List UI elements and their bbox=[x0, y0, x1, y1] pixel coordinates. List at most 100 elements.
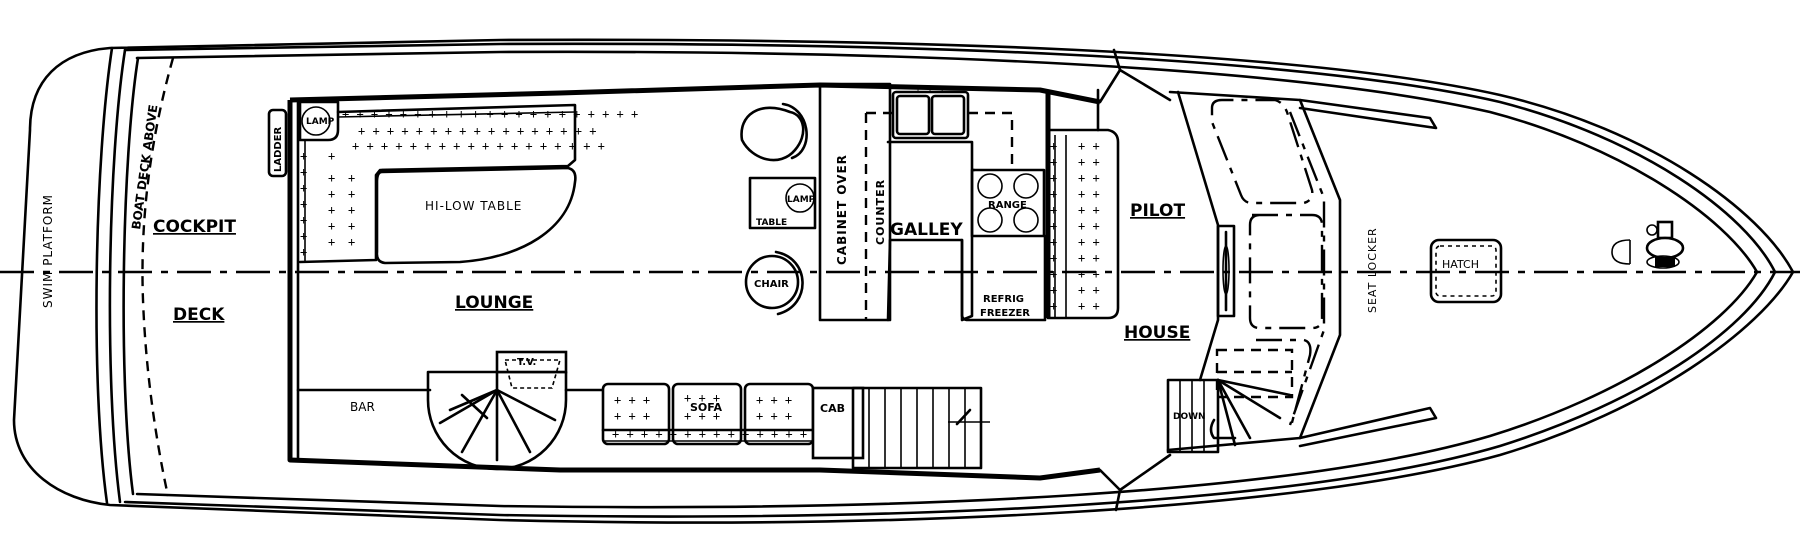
svg-text:CABINET OVER: CABINET OVER bbox=[835, 154, 849, 265]
svg-text:+: + bbox=[348, 171, 355, 185]
lounge-label: LOUNGE bbox=[455, 293, 533, 313]
svg-text:BAR: BAR bbox=[350, 400, 375, 414]
cockpit-label: COCKPIT bbox=[153, 217, 236, 237]
svg-text:+ + +: + + + bbox=[756, 393, 792, 407]
hatch: HATCH bbox=[1429, 238, 1503, 304]
svg-text:+ + + + + + + + + + + + + + +: + + + + + + + + + + + + + + + + + bbox=[358, 124, 596, 138]
seat-locker-label: SEAT LOCKER bbox=[1366, 227, 1379, 313]
galley: CABINET OVER COUNTER GALLEY bbox=[818, 82, 976, 322]
svg-text:+: + bbox=[1050, 139, 1057, 153]
sink-icon: + + + bbox=[891, 84, 1014, 170]
svg-text:+: + bbox=[1050, 299, 1057, 313]
svg-text:+: + bbox=[300, 149, 307, 163]
svg-text:+ +: + + bbox=[1078, 155, 1100, 169]
cabinet-aft: CAB bbox=[811, 386, 865, 460]
deck-label: DECK bbox=[173, 305, 225, 325]
svg-text:+: + bbox=[300, 213, 307, 227]
bar: BAR bbox=[296, 388, 607, 414]
shelving bbox=[851, 386, 990, 470]
svg-text:+: + bbox=[300, 245, 307, 259]
svg-text:+: + bbox=[1050, 267, 1057, 281]
spiral-stair-icon bbox=[426, 370, 568, 471]
svg-text:+ + +: + + + bbox=[915, 84, 945, 95]
svg-text:+: + bbox=[1050, 235, 1057, 249]
svg-text:FREEZER: FREEZER bbox=[980, 308, 1030, 319]
side-table: LAMP TABLE bbox=[748, 176, 817, 230]
range-burner-icon: RANGE bbox=[970, 168, 1046, 238]
svg-text:CAB: CAB bbox=[820, 402, 845, 415]
svg-text:HATCH: HATCH bbox=[1442, 258, 1479, 271]
svg-text:+: + bbox=[1050, 283, 1057, 297]
svg-text:+: + bbox=[348, 187, 355, 201]
svg-text:+: + bbox=[1050, 251, 1057, 265]
windlass-icon bbox=[1611, 220, 1685, 269]
svg-text:+ +: + + bbox=[1078, 139, 1100, 153]
svg-text:+ + + + + + + + + + + + + +: + + + + + + + + + + + + + + bbox=[612, 427, 807, 441]
lamp-aft: LAMP bbox=[298, 100, 340, 142]
svg-text:LAMP: LAMP bbox=[306, 117, 335, 127]
svg-text:+ +: + + bbox=[1078, 267, 1100, 281]
svg-text:+ +: + + bbox=[1078, 299, 1100, 313]
svg-text:+: + bbox=[1050, 203, 1057, 217]
svg-text:REFRIG: REFRIG bbox=[983, 294, 1024, 305]
house-label: HOUSE bbox=[1124, 323, 1190, 343]
svg-text:+: + bbox=[1050, 219, 1057, 233]
boat-deck-above-label: BOAT DECK ABOVE bbox=[129, 104, 160, 231]
svg-text:GALLEY: GALLEY bbox=[890, 220, 963, 240]
svg-text:+: + bbox=[328, 219, 335, 233]
hi-low-table: HI-LOW TABLE bbox=[375, 166, 577, 265]
svg-text:+ +: + + bbox=[1078, 283, 1100, 297]
boat-deck-above-outline bbox=[141, 57, 175, 497]
svg-text:+: + bbox=[300, 197, 307, 211]
svg-text:COUNTER: COUNTER bbox=[874, 179, 887, 245]
svg-text:+: + bbox=[348, 219, 355, 233]
svg-text:RANGE: RANGE bbox=[988, 200, 1027, 211]
svg-text:+: + bbox=[300, 165, 307, 179]
svg-text:+: + bbox=[1050, 187, 1057, 201]
svg-text:DOWN: DOWN bbox=[1173, 412, 1206, 422]
svg-text:+ +: + + bbox=[1078, 171, 1100, 185]
svg-text:CHAIR: CHAIR bbox=[754, 279, 789, 290]
svg-text:T.V.: T.V. bbox=[517, 357, 536, 368]
svg-text:+: + bbox=[328, 171, 335, 185]
svg-text:+: + bbox=[348, 235, 355, 249]
svg-text:+ +: + + bbox=[1078, 203, 1100, 217]
swim-platform-label: SWIM PLATFORM bbox=[41, 194, 55, 308]
svg-text:+ + +: + + + bbox=[614, 409, 650, 423]
svg-text:+: + bbox=[300, 181, 307, 195]
pilothouse-settee: ++ ++ ++ ++ ++ + + ++ + + ++ + + ++ + + … bbox=[1045, 88, 1120, 320]
svg-text:LADDER: LADDER bbox=[273, 126, 284, 172]
ladder: LADDER bbox=[267, 108, 288, 178]
chair-upper bbox=[740, 102, 808, 162]
svg-text:+ +: + + bbox=[1078, 235, 1100, 249]
svg-text:HI-LOW TABLE: HI-LOW TABLE bbox=[425, 199, 522, 213]
helm-icon bbox=[1216, 224, 1236, 318]
svg-text:+: + bbox=[328, 235, 335, 249]
svg-text:+: + bbox=[328, 203, 335, 217]
settee: + + + + + + + + + + + + + + + + + + + + … bbox=[298, 103, 638, 264]
pilothouse-console bbox=[1166, 90, 1438, 452]
svg-text:+: + bbox=[348, 203, 355, 217]
svg-text:+: + bbox=[300, 229, 307, 243]
svg-text:+: + bbox=[1050, 171, 1057, 185]
svg-text:+ + +: + + + bbox=[614, 393, 650, 407]
svg-text:LAMP: LAMP bbox=[787, 195, 816, 205]
tv: T.V. bbox=[495, 350, 568, 389]
svg-text:+: + bbox=[328, 187, 335, 201]
chair-lower: CHAIR bbox=[744, 250, 804, 316]
svg-text:+: + bbox=[1050, 155, 1057, 169]
svg-text:+ +: + + bbox=[1078, 219, 1100, 233]
svg-text:+: + bbox=[328, 149, 335, 163]
svg-text:+ +: + + bbox=[1078, 251, 1100, 265]
refrigerator: REFRIG FREEZER bbox=[960, 234, 1047, 322]
svg-text:+ + + + + + + + + + + + + + +: + + + + + + + + + + + + + + + + + + + + … bbox=[342, 107, 638, 121]
svg-text:+ + +: + + + bbox=[684, 409, 720, 423]
svg-text:SOFA: SOFA bbox=[690, 401, 723, 414]
svg-text:+ + + + + + + + + + + + + + +: + + + + + + + + + + + + + + + + + + bbox=[352, 139, 605, 153]
svg-text:TABLE: TABLE bbox=[756, 218, 787, 228]
settee-cushion-marks: + + + + + + + + + + + + + + + + + + + + … bbox=[300, 107, 638, 259]
pilot-label: PILOT bbox=[1130, 201, 1185, 221]
main-cabin-walls bbox=[287, 48, 1172, 512]
svg-text:+ + +: + + + bbox=[684, 391, 720, 405]
